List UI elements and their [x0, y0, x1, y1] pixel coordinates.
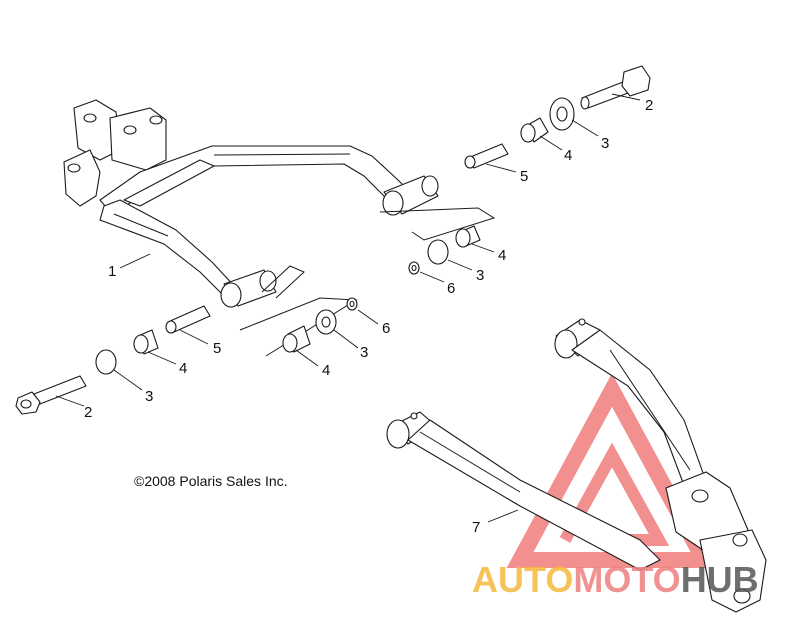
- right-bushing-4: [520, 117, 549, 143]
- left-sleeve-5: [165, 305, 211, 334]
- center-bushing-4: [282, 325, 311, 353]
- callout-3-center: 3: [360, 344, 368, 361]
- right-bolt: [580, 65, 651, 110]
- leader-lines: [55, 93, 641, 523]
- left-washer-3: [95, 349, 117, 375]
- left-bolt: [15, 375, 87, 415]
- callout-4-top: 4: [564, 147, 572, 164]
- mid-nut-6: [408, 261, 420, 275]
- center-nut-6: [346, 297, 358, 311]
- callout-6-center: 6: [382, 320, 390, 337]
- mid-bushing-4: [455, 225, 481, 248]
- upper-a-arm: [63, 99, 439, 308]
- callout-1: 1: [108, 263, 116, 280]
- callout-7: 7: [472, 519, 480, 536]
- callout-3-mid: 3: [476, 267, 484, 284]
- callout-5-top: 5: [520, 168, 528, 185]
- watermark-text: AUTOMOTOHUB: [472, 559, 759, 600]
- callout-5-left: 5: [213, 340, 221, 357]
- callout-2-left: 2: [84, 404, 92, 421]
- callout-4-left: 4: [179, 360, 187, 377]
- lower-a-arm: [386, 318, 767, 613]
- right-washer-3: [549, 97, 575, 131]
- callout-4-center: 4: [322, 362, 330, 379]
- mid-washer-3: [427, 239, 449, 265]
- callout-2-top: 2: [645, 97, 653, 114]
- center-washer-3: [315, 309, 337, 335]
- watermark-auto: AUTOMOTOHUB: [472, 559, 759, 600]
- callout-3-left: 3: [145, 388, 153, 405]
- callout-4-mid: 4: [498, 247, 506, 264]
- callout-labels: 1 2 3 4 5 4 3 6 5 4 3 2 6 3 4 7: [84, 97, 653, 536]
- callout-3-top: 3: [601, 135, 609, 152]
- left-bushing-4: [133, 329, 159, 355]
- callout-6-mid: 6: [447, 280, 455, 297]
- right-sleeve-5: [464, 143, 509, 169]
- copyright-notice: ©2008 Polaris Sales Inc.: [134, 473, 288, 489]
- guide-planes: [239, 207, 496, 357]
